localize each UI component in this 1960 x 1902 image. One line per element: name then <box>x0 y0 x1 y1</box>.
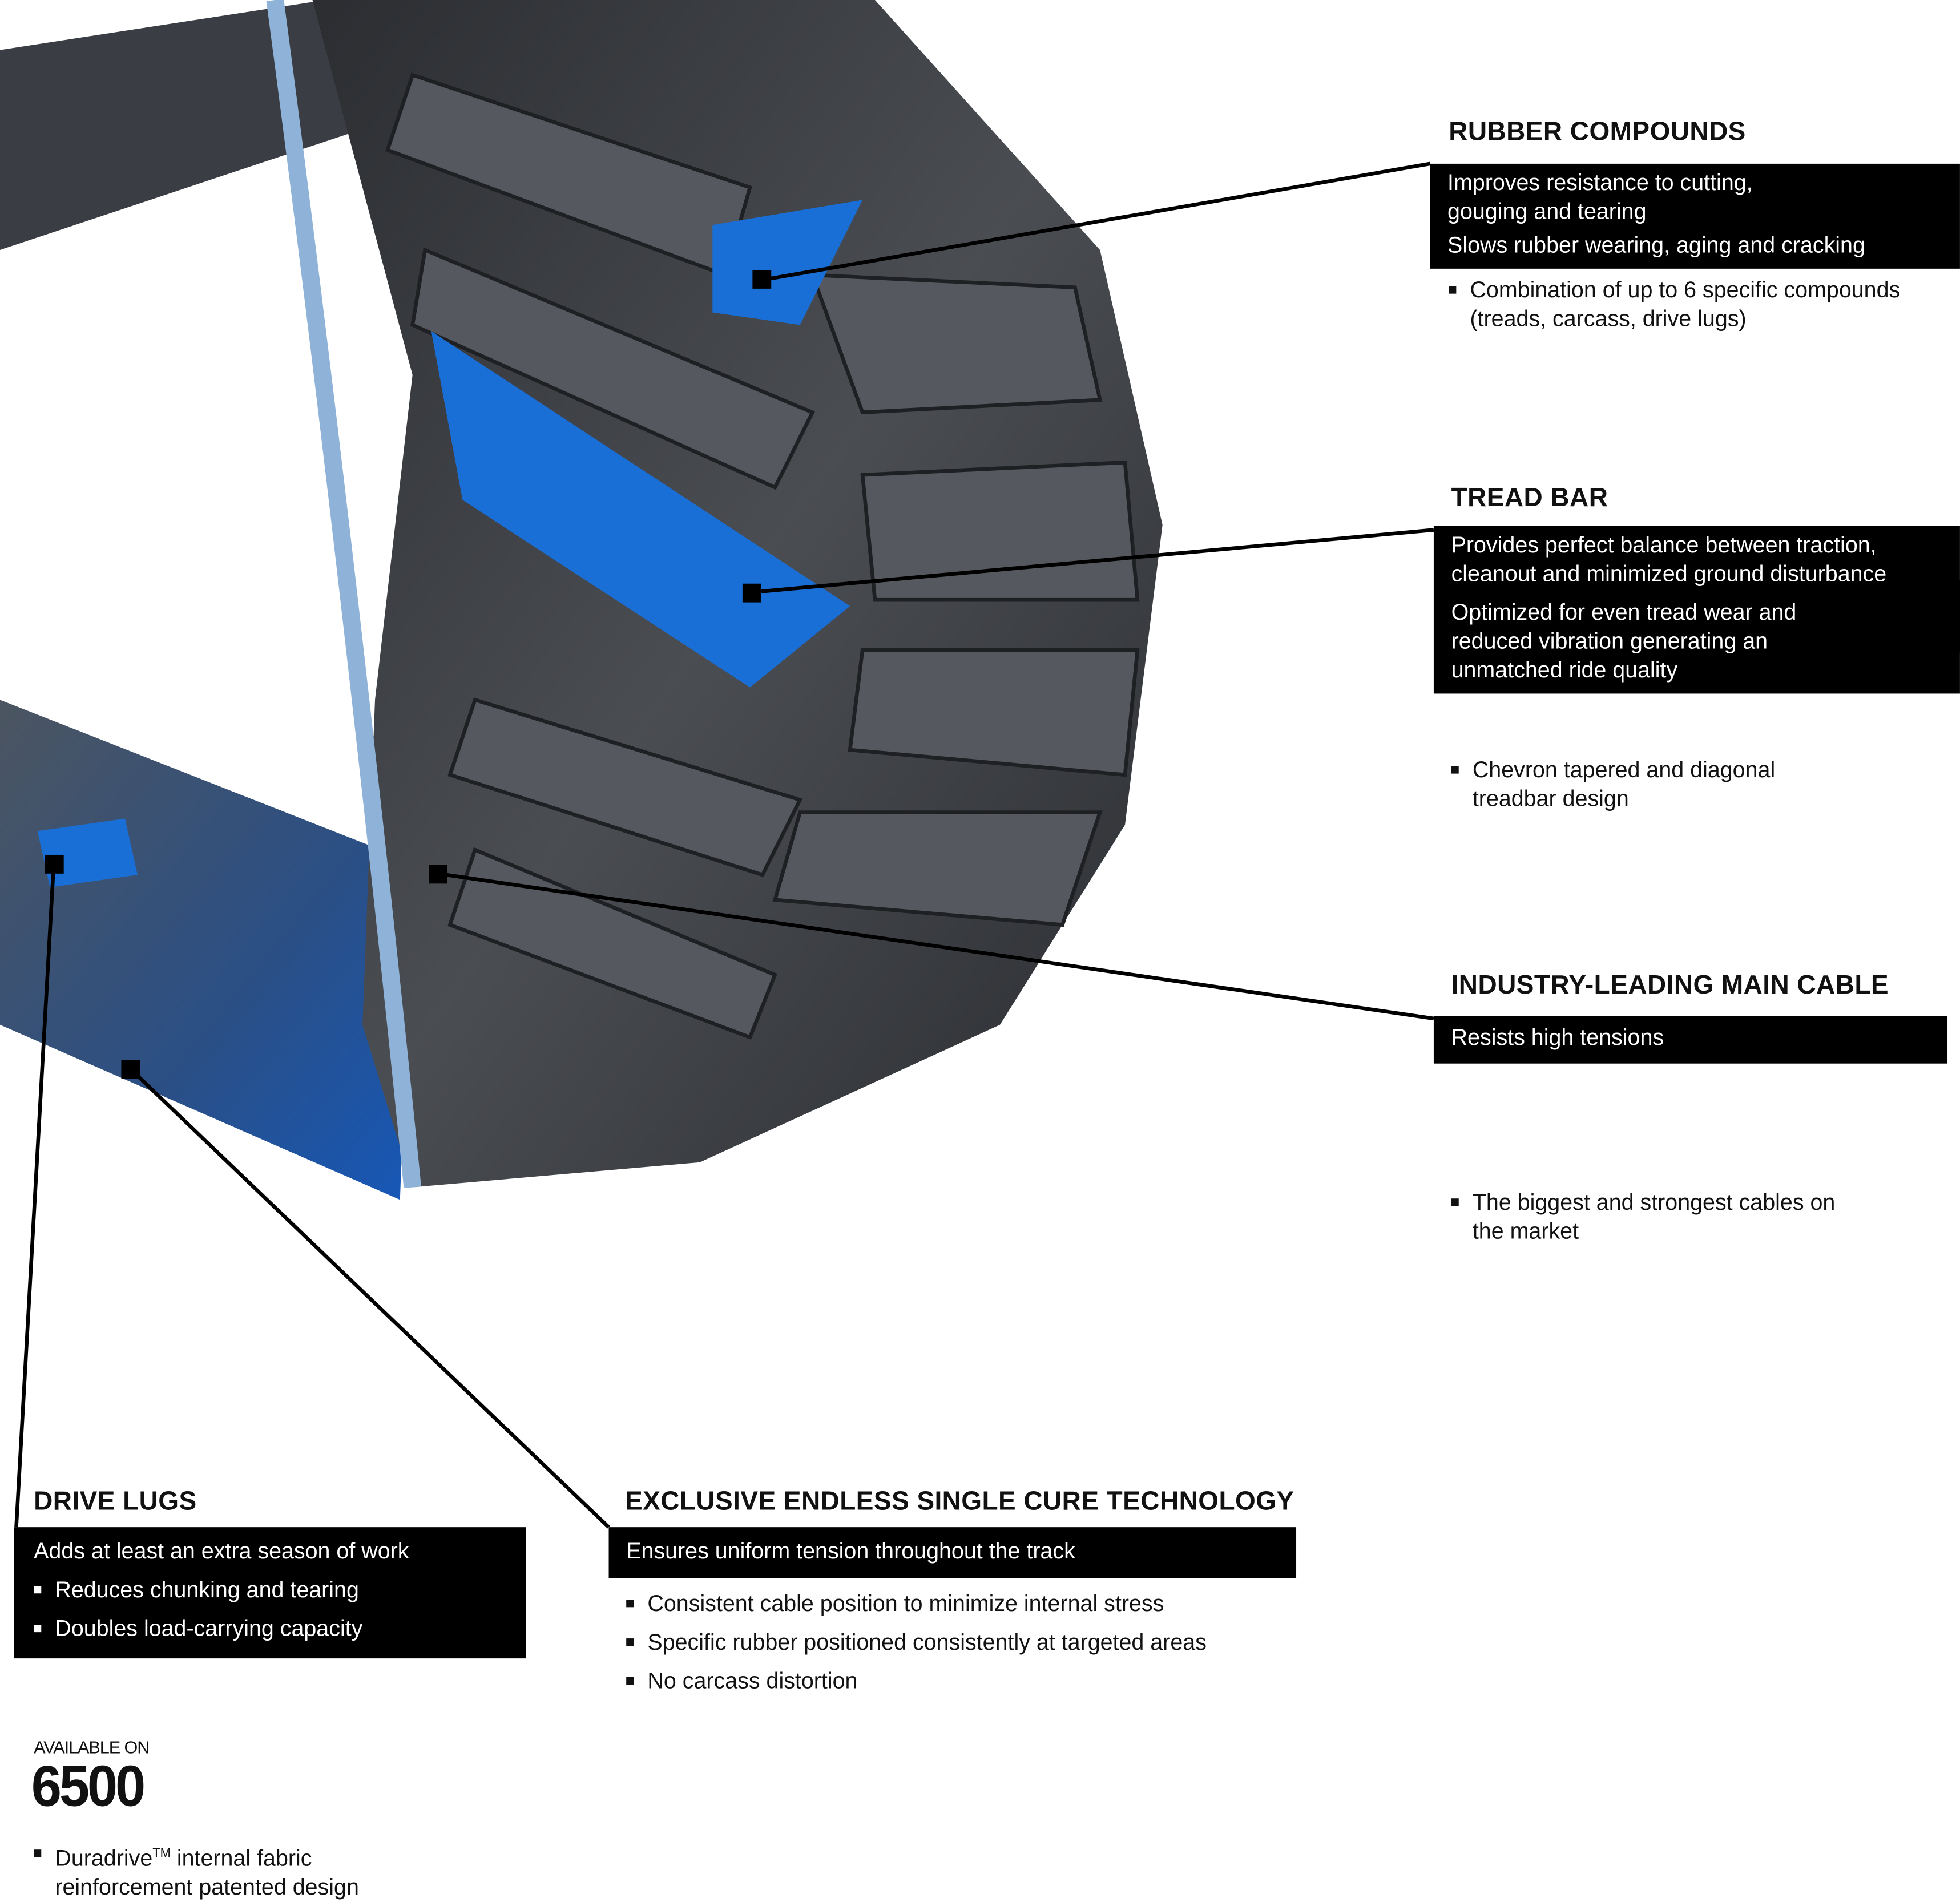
main-cable-title: INDUSTRY-LEADING MAIN CABLE <box>1451 971 1889 1000</box>
drive-lugs-highlight-box: Adds at least an extra season of work Re… <box>14 1527 526 1659</box>
highlight-text: Slows rubber wearing, aging and cracking <box>1447 232 1865 258</box>
endless-cure-highlight-box: Ensures uniform tension throughout the t… <box>608 1527 1297 1578</box>
highlight-text: Improves resistance to cutting, gouging … <box>1447 169 1753 224</box>
track-back-upper <box>0 0 375 250</box>
highlight-text: Resists high tensions <box>1451 1024 1664 1050</box>
rubber-compound-highlight <box>712 200 863 325</box>
highlight-text: Optimized for even tread wear and reduce… <box>1451 600 1797 683</box>
available-on-label: AVAILABLE ON <box>34 1737 150 1758</box>
carcass-edge <box>266 0 421 1189</box>
rubber-track-illustration <box>0 0 1434 1529</box>
highlight-text: Adds at least an extra season of work <box>34 1538 409 1564</box>
callout-markers <box>45 270 772 1079</box>
main-cable-highlight-box: Resists high tensions <box>1433 1016 1948 1064</box>
trademark: TM <box>152 1847 171 1861</box>
rubber-compounds-highlight-box: Improves resistance to cutting, gouging … <box>1430 163 1960 269</box>
tread-bar-highlight-box: Provides perfect balance between tractio… <box>1433 526 1960 694</box>
leader-lines <box>14 161 1434 1529</box>
model-number: 6500 <box>31 1753 146 1819</box>
track-back-lower <box>0 700 413 1200</box>
bullet-item: Chevron tapered and diagonal treadbar de… <box>1451 756 1848 814</box>
highlight-bullet: Reduces chunking and tearing <box>34 1576 506 1605</box>
rubber-compounds-title: RUBBER COMPOUNDS <box>1449 117 1746 147</box>
bullet-item: Consistent cable position to minimize in… <box>626 1590 1301 1618</box>
bullet-item: No carcass distortion <box>626 1667 1301 1695</box>
tread-bar-title: TREAD BAR <box>1451 483 1608 512</box>
bullet-item: Combination of up to 6 specific compound… <box>1449 276 1945 334</box>
brand-name: Duradrive <box>55 1846 153 1871</box>
bullet-item: Specific rubber positioned consistently … <box>626 1629 1301 1657</box>
endless-cure-title: EXCLUSIVE ENDLESS SINGLE CURE TECHNOLOGY <box>625 1487 1294 1516</box>
drive-lugs-title: DRIVE LUGS <box>34 1487 197 1516</box>
highlight-text: Provides perfect balance between tractio… <box>1451 532 1887 587</box>
bullet-item: The biggest and strongest cables on the … <box>1451 1189 1873 1246</box>
bullet-item: DuradriveTM internal fabric reinforcemen… <box>34 1840 430 1902</box>
endless-cure-bullets: Consistent cable position to minimize in… <box>626 1590 1301 1696</box>
highlight-text: Ensures uniform tension throughout the t… <box>626 1538 1075 1564</box>
tread-bars <box>385 72 1140 1040</box>
highlight-bullet: Doubles load-carrying capacity <box>34 1614 506 1643</box>
